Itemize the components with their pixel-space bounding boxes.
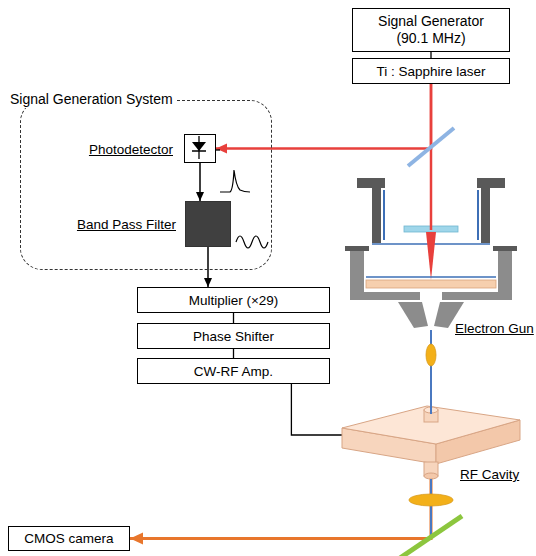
diode-symbol <box>192 142 206 151</box>
laser-focus <box>426 232 436 280</box>
laser-beam <box>216 84 431 149</box>
filter-block: Band Pass Filter <box>185 201 231 247</box>
gun-liner <box>477 190 479 240</box>
part-label: RF Cavity <box>460 466 519 483</box>
beam-splitter <box>408 128 454 166</box>
process-box: Multiplier (×29) <box>137 287 330 313</box>
sine-icon <box>236 236 268 248</box>
gun-housing <box>350 292 420 300</box>
screen-mirror <box>400 516 462 556</box>
gun-holder <box>477 178 505 243</box>
box-label: CMOS camera <box>24 530 113 547</box>
laser-beam <box>430 178 433 230</box>
rf-cavity: RF Cavity <box>342 406 520 464</box>
part-label: Electron Gun <box>455 320 534 337</box>
generator-box: Signal Generator (90.1 MHz) <box>352 8 510 52</box>
system-group: Signal Generation SystemPhotodetectorBan… <box>20 100 272 270</box>
box-label: Ti : Sapphire laser <box>376 63 485 80</box>
box-label: CW-RF Amp. <box>194 363 273 380</box>
box-label: Multiplier (×29) <box>189 292 279 309</box>
process-box: CW-RF Amp. <box>137 358 330 384</box>
electron-gun: Electron Gun <box>350 178 512 330</box>
cavity-port <box>424 473 438 479</box>
electron-beam <box>430 330 432 406</box>
cavity-face <box>342 406 520 444</box>
rf-cable <box>291 384 342 435</box>
part-label: Photodetector <box>89 141 173 158</box>
group-heading: Signal Generation System <box>7 90 176 108</box>
cavity-port <box>424 407 438 413</box>
signal-wire <box>207 247 209 287</box>
light-path <box>130 464 431 539</box>
gun-housing <box>350 248 364 294</box>
laser-box: Ti : Sapphire laser <box>352 58 510 84</box>
process-box: Phase Shifter <box>137 323 330 349</box>
signal-wire <box>199 163 201 201</box>
gun-housing <box>442 292 512 300</box>
gun-housing <box>345 246 369 251</box>
camera-box: CMOS camera <box>8 526 130 551</box>
cathode-liner <box>366 276 496 278</box>
electron-beam <box>430 406 432 414</box>
box-label: Signal Generator (90.1 MHz) <box>367 13 495 47</box>
photodetector-icon: Photodetector <box>184 134 216 163</box>
gun-liner <box>383 190 385 240</box>
signal-wire <box>233 313 234 323</box>
box-label: Phase Shifter <box>193 328 274 345</box>
gun-housing <box>493 246 517 251</box>
gun-holder <box>357 178 385 243</box>
gun-housing <box>498 248 512 294</box>
pulse-icon <box>220 170 250 192</box>
electron-bunch <box>409 494 453 506</box>
part-label: Band Pass Filter <box>77 216 176 233</box>
photocathode <box>366 280 496 288</box>
diode-bar <box>192 150 206 152</box>
signal-wire <box>233 349 234 358</box>
electron-beam <box>430 479 432 537</box>
anode <box>398 302 428 328</box>
electron-bunch <box>426 344 436 366</box>
